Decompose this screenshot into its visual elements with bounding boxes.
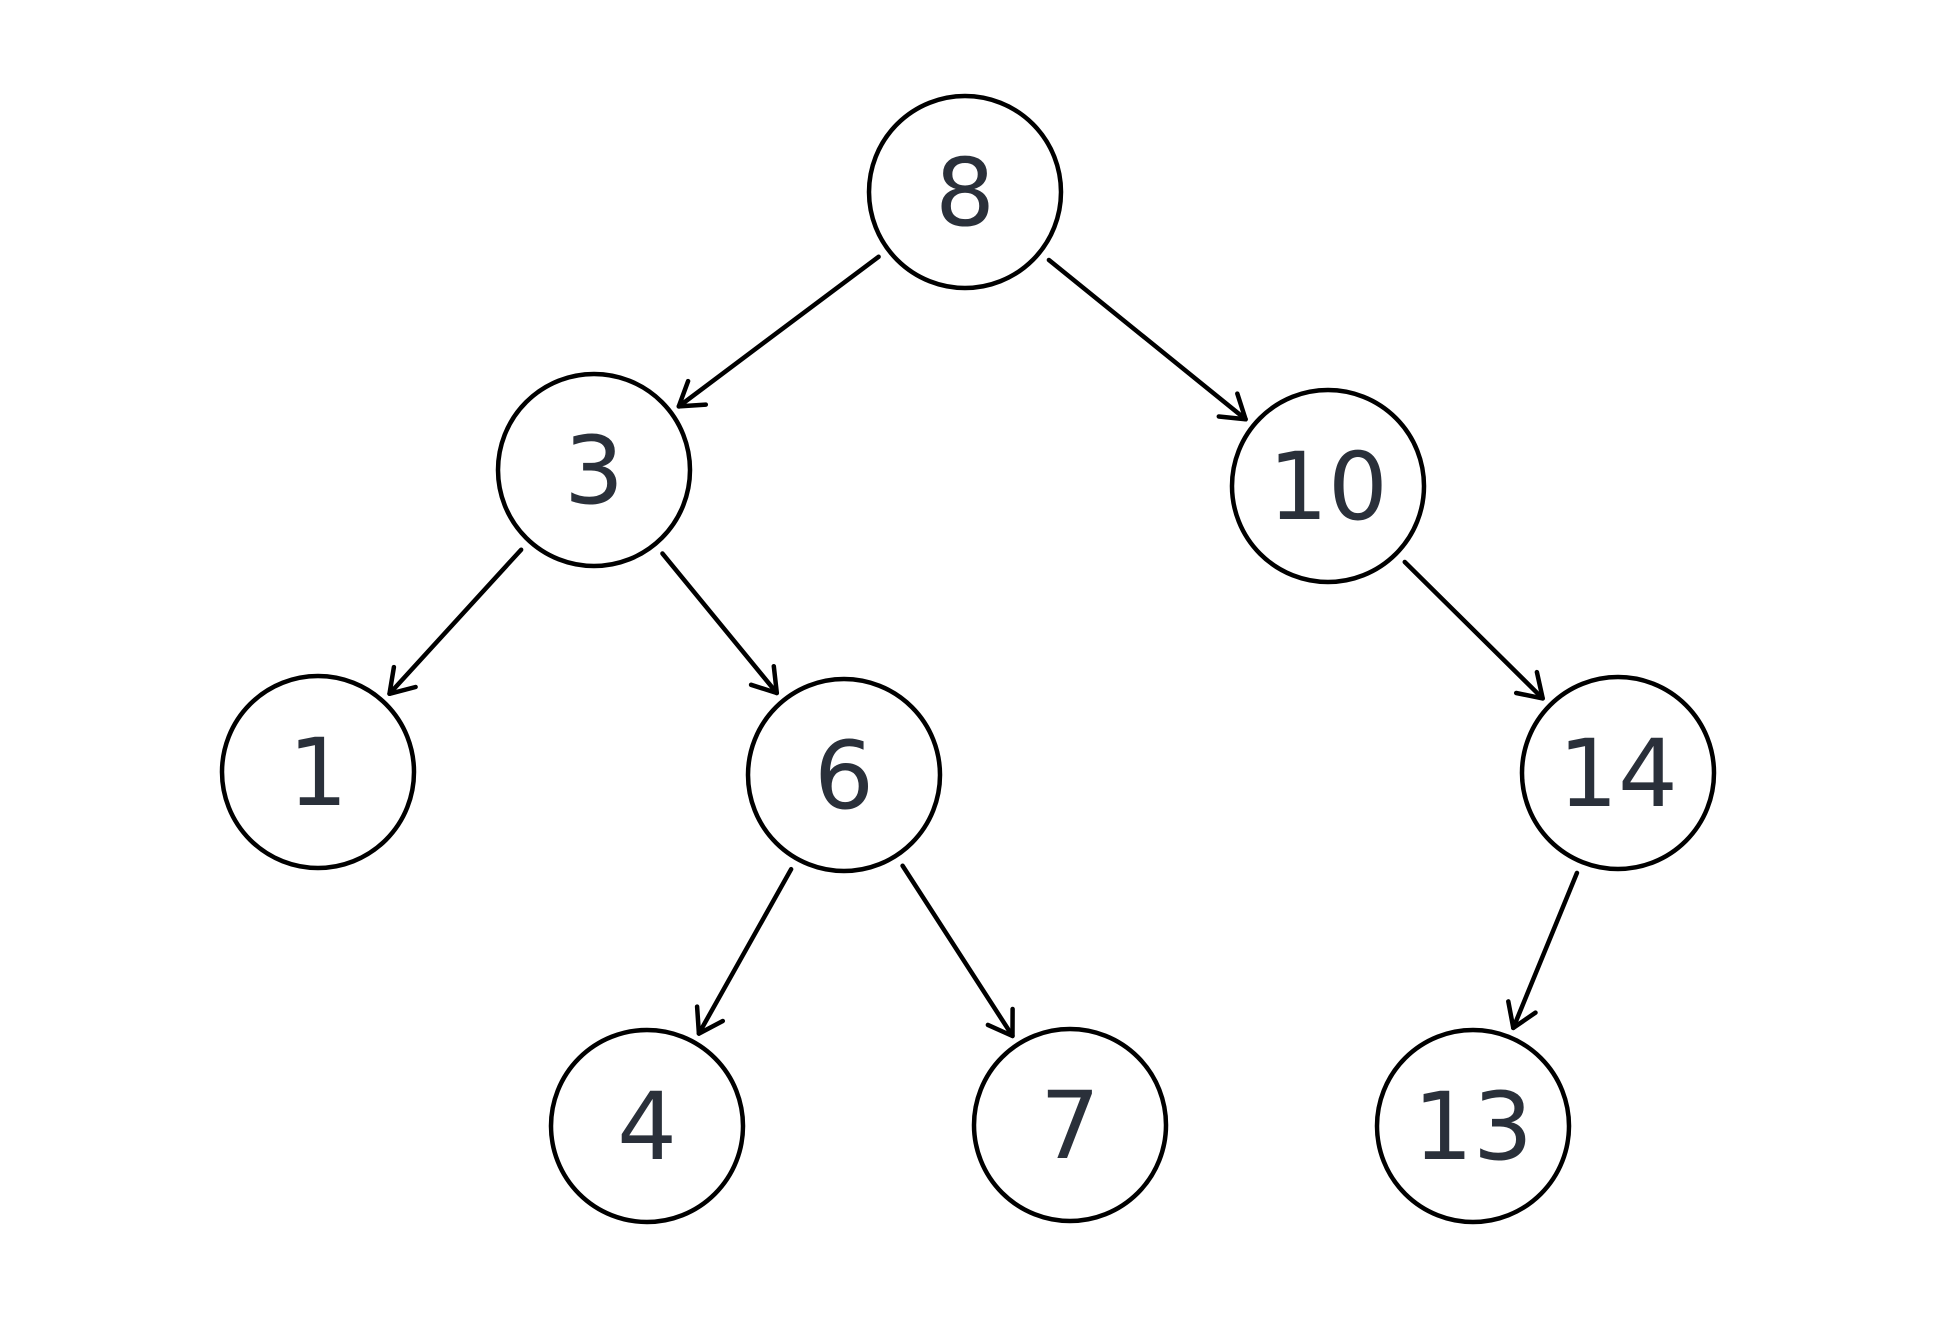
edge-6-to-7 — [900, 863, 1015, 1039]
edge-10-to-14 — [1402, 559, 1545, 701]
edge-line — [1046, 257, 1248, 422]
node-circle — [971, 1026, 1169, 1224]
node-label: 6 — [814, 722, 874, 831]
tree-node-13: 13 — [1374, 1027, 1572, 1225]
tree-node-14: 14 — [1519, 674, 1717, 872]
arrowhead-icon — [985, 1006, 1015, 1039]
tree-node-4: 4 — [548, 1027, 746, 1225]
edge-6-to-4 — [694, 866, 794, 1036]
node-label: 4 — [617, 1073, 677, 1182]
edge-line — [676, 254, 881, 409]
node-label: 13 — [1413, 1073, 1533, 1182]
edge-line — [1402, 559, 1545, 701]
edge-line — [696, 866, 794, 1036]
node-circle — [1519, 674, 1717, 872]
node-label: 14 — [1558, 720, 1678, 829]
node-label: 3 — [564, 417, 624, 526]
arrowhead-icon — [1513, 669, 1545, 701]
edge-line — [660, 551, 780, 696]
node-label: 8 — [935, 139, 995, 248]
arrowhead-icon — [676, 378, 709, 409]
node-label: 1 — [288, 719, 348, 828]
arrowhead-icon — [694, 1004, 726, 1036]
node-label: 7 — [1040, 1072, 1100, 1181]
edge-8-to-3 — [676, 254, 881, 409]
edge-8-to-10 — [1046, 257, 1248, 422]
edges-layer — [387, 254, 1580, 1039]
node-circle — [1229, 387, 1427, 585]
arrowhead-icon — [748, 663, 780, 696]
node-circle — [1374, 1027, 1572, 1225]
tree-node-10: 10 — [1229, 387, 1427, 585]
arrowhead-icon — [387, 664, 418, 697]
tree-node-3: 3 — [495, 371, 693, 569]
edge-line — [900, 863, 1015, 1039]
node-circle — [548, 1027, 746, 1225]
node-circle — [495, 371, 693, 569]
arrowhead-icon — [1216, 391, 1248, 422]
edge-14-to-13 — [1506, 870, 1580, 1031]
tree-node-7: 7 — [971, 1026, 1169, 1224]
edge-3-to-6 — [660, 551, 780, 696]
edge-line — [1511, 870, 1580, 1031]
tree-node-8: 8 — [866, 93, 1064, 291]
node-circle — [866, 93, 1064, 291]
node-label: 10 — [1268, 433, 1388, 542]
tree-node-6: 6 — [745, 676, 943, 874]
node-circle — [219, 673, 417, 871]
tree-node-1: 1 — [219, 673, 417, 871]
edge-line — [387, 547, 524, 697]
node-circle — [745, 676, 943, 874]
arrowhead-icon — [1506, 999, 1538, 1031]
edge-3-to-1 — [387, 547, 524, 697]
nodes-layer: 8 3 10 1 6 14 4 7 13 — [219, 93, 1717, 1225]
